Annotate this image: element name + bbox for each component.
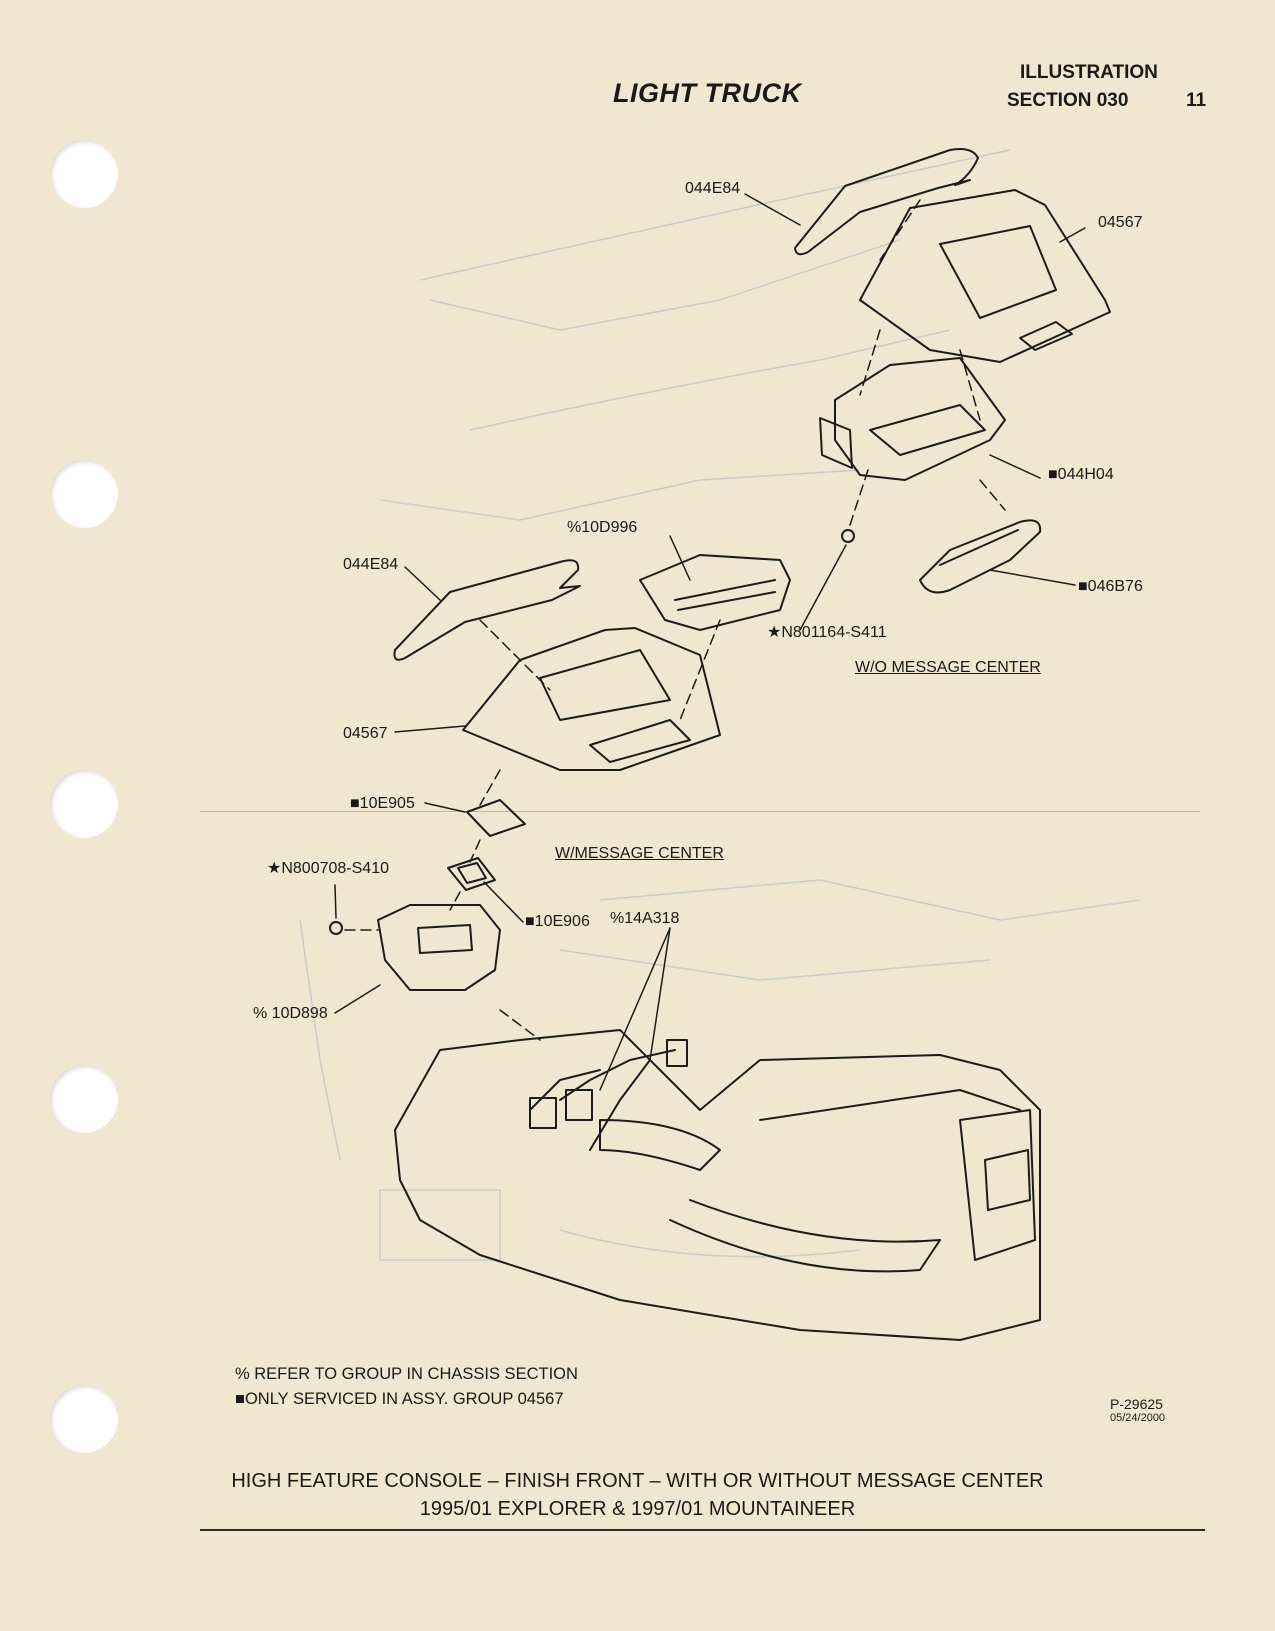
- square-marker-icon: ■: [525, 913, 535, 930]
- illustration-label: ILLUSTRATION: [1020, 62, 1158, 83]
- callout-10d898: % 10D898: [253, 1005, 328, 1022]
- pad-10e905: [466, 799, 526, 837]
- upper-bracket: [834, 357, 1006, 481]
- console-body: [394, 1029, 1041, 1341]
- callout-10d996: %10D996: [567, 519, 638, 536]
- label-with-message-center: W/MESSAGE CENTER: [555, 845, 724, 862]
- label-without-message-center: W/O MESSAGE CENTER: [855, 659, 1041, 676]
- note-refer-chassis: % REFER TO GROUP IN CHASSIS SECTION: [235, 1365, 578, 1383]
- binder-hole: [50, 1065, 118, 1133]
- bleed-through-artwork: [299, 149, 1141, 1261]
- callout-n800708: ★N800708-S410: [267, 860, 389, 877]
- connector: [666, 1039, 688, 1067]
- square-marker-icon: ■: [350, 795, 360, 812]
- callout-10e906: ■10E906: [525, 913, 590, 930]
- page-title: LIGHT TRUCK: [613, 78, 802, 108]
- pocket-insert: [919, 519, 1042, 594]
- caption-line-1: HIGH FEATURE CONSOLE – FINISH FRONT – WI…: [231, 1470, 1044, 1492]
- callout-04567-upper: 04567: [1098, 214, 1143, 231]
- callout-n801164: ★N801164-S411: [767, 624, 887, 641]
- callout-14a318: %14A318: [610, 910, 680, 927]
- star-marker-icon: ★: [767, 624, 782, 641]
- binder-hole: [50, 770, 118, 838]
- connector: [529, 1097, 557, 1129]
- binder-hole: [50, 1385, 118, 1453]
- caption-line-2: 1995/01 EXPLORER & 1997/01 MOUNTAINEER: [419, 1498, 856, 1520]
- lower-bezel: [462, 627, 721, 771]
- callout-10e905: ■10E905: [350, 795, 415, 812]
- section-label: SECTION 030: [1007, 90, 1129, 111]
- callout-044h04: ■044H04: [1048, 466, 1114, 483]
- square-marker-icon: ■: [1078, 578, 1088, 595]
- upper-bezel: [859, 189, 1111, 363]
- nut-fastener: [841, 529, 855, 543]
- wiring-harness: [529, 1049, 676, 1151]
- clip-10e906: [447, 857, 496, 891]
- section-divider: [200, 811, 1200, 812]
- callout-044e84-lower: 044E84: [343, 556, 399, 573]
- connector: [565, 1089, 593, 1121]
- figure-date: 05/24/2000: [1110, 1412, 1166, 1424]
- callout-044e84-upper: 044E84: [685, 180, 741, 197]
- binder-hole: [50, 460, 118, 528]
- lower-trim-strip: [393, 559, 581, 661]
- star-marker-icon: ★: [267, 860, 282, 877]
- message-module: [639, 554, 791, 631]
- note-serviced-assy: ■ONLY SERVICED IN ASSY. GROUP 04567: [235, 1390, 564, 1408]
- callout-046b76: ■046B76: [1078, 578, 1143, 595]
- square-marker-icon: ■: [235, 1390, 245, 1408]
- upper-trim-strip: [794, 148, 979, 256]
- bottom-rule: [200, 1529, 1205, 1531]
- screw-fastener: [329, 921, 343, 935]
- page-number: 11: [1186, 90, 1207, 111]
- module-10d898: [377, 904, 501, 991]
- binder-hole: [50, 140, 118, 208]
- callout-04567-lower: 04567: [343, 725, 388, 742]
- square-marker-icon: ■: [1048, 466, 1058, 483]
- figure-number: P-29625: [1110, 1396, 1163, 1412]
